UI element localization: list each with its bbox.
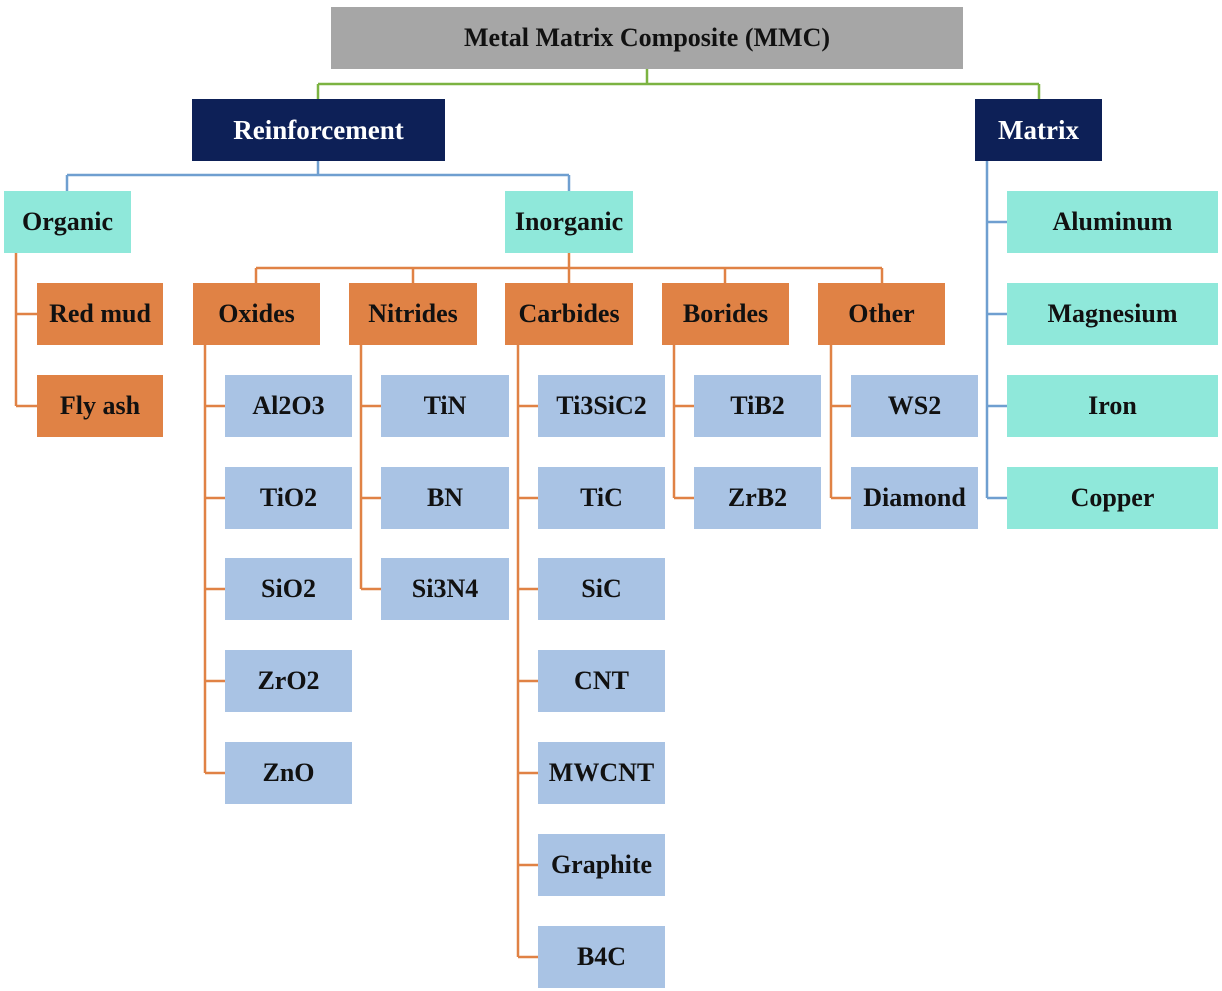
group-oxides: Oxides — [193, 283, 320, 345]
carbide-item: B4C — [538, 926, 665, 988]
oxide-item: Al2O3 — [225, 375, 352, 437]
reinforcement-connectors — [65, 161, 571, 191]
orange-connectors — [14, 253, 884, 959]
group-nitrides: Nitrides — [349, 283, 477, 345]
nitride-item: TiN — [381, 375, 509, 437]
matrix-item: Aluminum — [1007, 191, 1218, 253]
nitride-item: BN — [381, 467, 509, 529]
matrix-item: Iron — [1007, 375, 1218, 437]
reinforcement-node: Reinforcement — [192, 99, 445, 161]
matrix-item: Copper — [1007, 467, 1218, 529]
boride-item: ZrB2 — [694, 467, 821, 529]
organic-node: Organic — [4, 191, 131, 253]
carbide-item: SiC — [538, 558, 665, 620]
group-carbides: Carbides — [505, 283, 633, 345]
group-borides: Borides — [662, 283, 789, 345]
inorganic-node: Inorganic — [505, 191, 633, 253]
carbide-item: TiC — [538, 467, 665, 529]
organic-item-fly-ash: Fly ash — [37, 375, 163, 437]
oxide-item: ZrO2 — [225, 650, 352, 712]
organic-item-red-mud: Red mud — [37, 283, 163, 345]
other-item: WS2 — [851, 375, 978, 437]
carbide-item: Ti3SiC2 — [538, 375, 665, 437]
oxide-item: ZnO — [225, 742, 352, 804]
carbide-item: Graphite — [538, 834, 665, 896]
root-connectors — [316, 69, 1041, 99]
group-other: Other — [818, 283, 945, 345]
nitride-item: Si3N4 — [381, 558, 509, 620]
boride-item: TiB2 — [694, 375, 821, 437]
matrix-item: Magnesium — [1007, 283, 1218, 345]
carbide-item: CNT — [538, 650, 665, 712]
other-item: Diamond — [851, 467, 978, 529]
carbide-item: MWCNT — [538, 742, 665, 804]
oxide-item: SiO2 — [225, 558, 352, 620]
oxide-item: TiO2 — [225, 467, 352, 529]
root-node: Metal Matrix Composite (MMC) — [331, 7, 963, 69]
matrix-node: Matrix — [975, 99, 1102, 161]
matrix-connectors — [985, 161, 1007, 500]
